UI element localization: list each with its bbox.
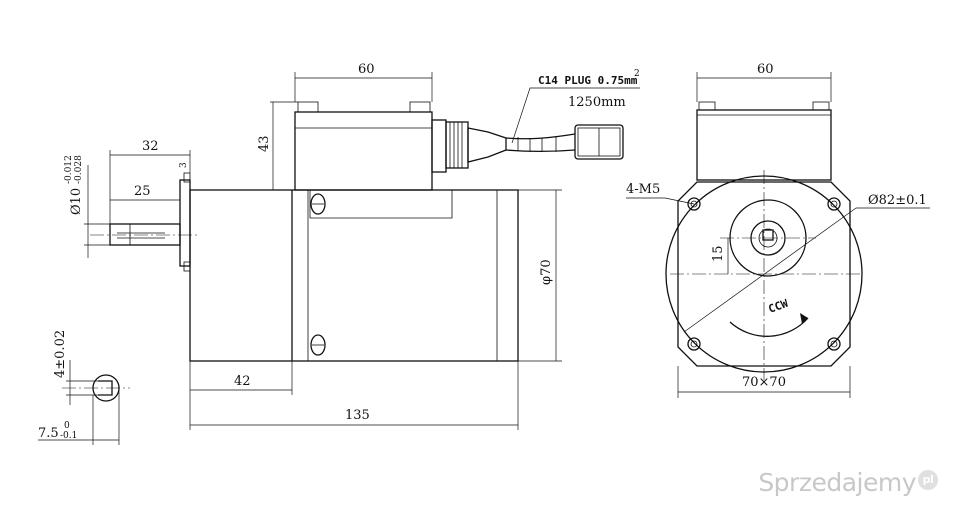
screw-bottom (310, 334, 326, 356)
dim-shaft-length: 32 (142, 139, 159, 154)
dim-body-dia: φ70 (539, 259, 554, 285)
dim-square-size: 70×70 (742, 375, 786, 390)
dim-shaft-dia: Ø10 (69, 188, 84, 215)
dim-flange-thickness: 3 (179, 162, 189, 168)
rotation-arc (729, 317, 809, 337)
front-terminal-box (696, 109, 832, 181)
square-flange (677, 181, 851, 367)
mount-hole-br (827, 337, 841, 351)
cable-gland (431, 119, 447, 173)
cable-plug-label: C14 PLUG 0.75mm (538, 74, 638, 87)
motor-body (189, 189, 519, 362)
flange (179, 179, 191, 267)
watermark-text: Sprzedajemy (758, 468, 916, 497)
watermark-badge: pl (918, 470, 938, 490)
mount-hole-bl (687, 337, 701, 351)
dim-box-width-front: 60 (757, 62, 774, 77)
cable-plug-sup: 2 (634, 69, 640, 79)
dim-shaft-offset: 15 (711, 245, 726, 262)
cable-length-label: 1250mm (568, 95, 626, 110)
dim-key-depth-tol-upper: 0 (64, 421, 70, 431)
dim-shaft-dia-tol-upper: -0.012 (64, 155, 74, 184)
dim-key-depth-tol-lower: -0.1 (60, 431, 77, 441)
dim-gearbox-length: 42 (234, 374, 251, 389)
shaft (109, 223, 181, 246)
plug (574, 124, 624, 160)
dim-key-depth: 7.5 (38, 426, 59, 441)
dim-box-width-side: 60 (358, 62, 375, 77)
dim-mount-holes: 4-M5 (626, 182, 660, 197)
side-view (90, 101, 624, 362)
dim-pcd: Ø82±0.1 (868, 193, 927, 208)
front-dimensions: 60 4-M5 Ø82±0.1 15 70×70 (626, 62, 930, 398)
side-dimensions: 60 43 32 25 3 Ø10 -0.012 -0.028 42 135 (64, 62, 640, 430)
rotation-label: CCW (767, 297, 790, 316)
dim-box-height: 43 (257, 135, 272, 152)
mount-hole-tl (687, 197, 701, 211)
dim-shaft-dia-tol-lower: -0.028 (74, 155, 84, 184)
dim-shaft-flat: 25 (134, 184, 151, 199)
dim-key-height: 4±0.02 (53, 330, 68, 378)
gland-nut (445, 121, 469, 169)
key-detail: 4±0.02 7.5 0 -0.1 (38, 330, 130, 445)
dim-total-length: 135 (345, 408, 370, 423)
screw-top (310, 193, 326, 215)
terminal-box (294, 111, 433, 191)
front-view: CCW (665, 101, 863, 380)
mount-hole-tr (827, 197, 841, 211)
